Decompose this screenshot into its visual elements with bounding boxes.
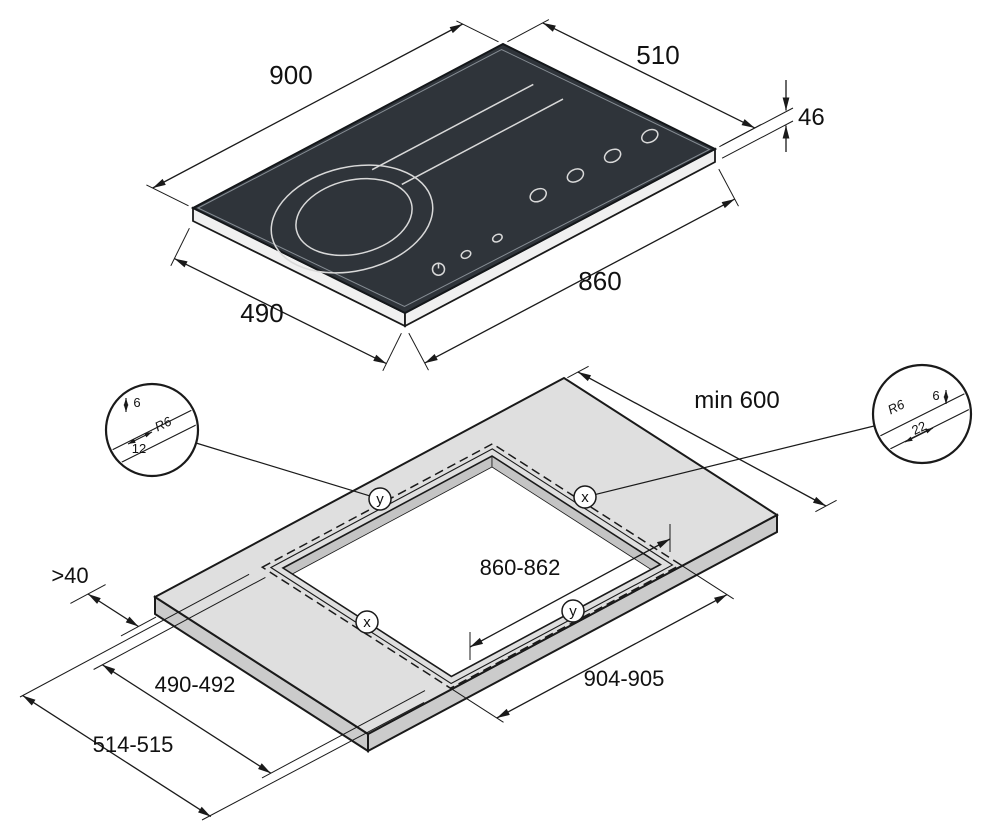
axis-marker-y-label: y [376,491,384,508]
dim-490-label: 490 [240,298,283,328]
detail-left-depth-label: 6 [133,395,140,410]
extension-line [721,120,794,159]
mini-dimension [127,431,153,445]
cutout-view: y x x y [153,376,779,753]
dimension-line [174,258,387,365]
extension-line [456,20,499,43]
dim-min-600: min 600 [567,365,837,513]
dim-904-905-label: 904-905 [584,666,665,691]
extension-line [93,576,266,670]
dim-860-862-label: 860-862 [480,555,561,580]
dim-46: 46 [721,80,825,159]
extension-line [170,227,190,267]
dim-904-905: 904-905 [450,564,734,723]
cutout-dimensions: min 600 >40 860-862 904-905 490-492 [19,365,837,821]
extension-line [507,19,550,43]
detail-right-radius-label: R6 [885,396,907,417]
axis-marker-y [368,487,392,511]
dimension-line [496,594,728,719]
dim-900: 900 [146,20,499,207]
dimension-line [542,22,755,129]
axis-marker-x [355,610,379,634]
detail-left-radius-label: R6 [152,413,174,434]
extension-line [201,701,425,821]
detail-circle-right: R6 6 22 [595,363,973,495]
detail-bubble [871,363,973,465]
detail-left-content [108,398,196,468]
dim-490-492-label: 490-492 [155,672,236,697]
axis-marker-x-label: x [363,614,371,631]
dim-860: 860 [408,168,739,371]
edge-profile-line [875,390,969,439]
extension-line [680,564,734,600]
axis-marker-x-label: x [581,489,589,506]
detail-circle-left: 6 R6 12 [104,382,370,497]
hob-dimensions: 900 510 46 860 490 [146,19,825,372]
detail-leader-line [195,442,370,497]
dim-490: 490 [170,227,402,372]
dim-510-label: 510 [636,40,679,70]
dimension-line [22,695,212,818]
extension-line [408,332,429,371]
dimension-line [152,23,464,189]
detail-right-ledge-label: 22 [909,418,929,438]
dimension-line [424,198,736,364]
mini-dimension [904,427,934,443]
extension-line [382,332,402,372]
dim-46-label: 46 [798,104,825,131]
extension-line [261,690,426,779]
dim-gt-40-label: >40 [51,563,88,588]
control-button [603,148,622,164]
dim-gt-40: >40 [51,563,157,637]
dim-514-515-label: 514-515 [93,732,174,757]
extension-line [718,168,739,207]
detail-leader-line [595,425,875,495]
dim-min-600-label: min 600 [694,387,779,414]
edge-profile-line [108,406,196,455]
detail-right-content [875,390,969,453]
extension-line [146,184,189,207]
dim-514-515: 514-515 [19,573,425,821]
dim-860-862: 860-862 [469,524,671,660]
axis-marker-y-label: y [569,603,577,620]
dim-860-label: 860 [578,266,621,296]
detail-left-ledge-label: 12 [132,441,146,456]
edge-profile-line [111,419,196,468]
control-button [641,128,659,144]
control-button [566,168,585,183]
recess-step-edge [269,448,674,685]
dim-900-label: 900 [269,60,312,90]
detail-right-depth-label: 6 [932,388,939,403]
extension-line [19,573,250,698]
dimension-line [577,371,827,507]
extension-line [450,687,504,723]
extension-line [721,107,794,146]
dimension-line [87,593,139,628]
dim-510: 510 [507,19,762,148]
